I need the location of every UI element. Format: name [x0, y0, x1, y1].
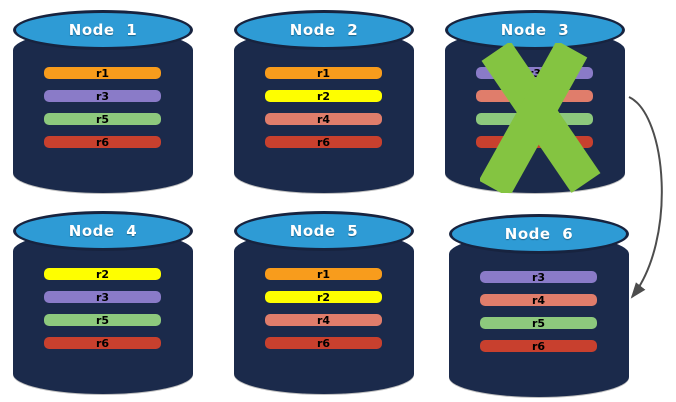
replica-bar: r4	[265, 314, 382, 326]
node-6-title: Node 6	[504, 225, 574, 243]
replica-label: r6	[316, 135, 331, 149]
replica-bar: r2	[265, 291, 382, 303]
node-2-cylinder-top: Node 2	[234, 10, 414, 50]
replica-label: r1	[316, 267, 331, 281]
replica-label: r5	[95, 112, 110, 126]
replica-bar: r6	[44, 337, 161, 349]
replica-label: r6	[531, 339, 546, 353]
replica-bar: r5	[44, 113, 161, 125]
replica-label: r3	[95, 290, 110, 304]
node-6-cylinder-body	[449, 234, 629, 397]
replica-label: r2	[316, 89, 331, 103]
node-1-title: Node 1	[68, 21, 138, 39]
replica-bar: r3	[44, 90, 161, 102]
replica-label: r5	[531, 316, 546, 330]
replica-bar: r1	[44, 67, 161, 79]
failure-x-icon	[480, 43, 601, 193]
replica-label: r1	[316, 66, 331, 80]
replica-bar: r6	[265, 337, 382, 349]
node-4-cylinder: Node 4 r2 r3 r5 r6	[13, 211, 193, 394]
replica-label: r6	[95, 336, 110, 350]
node-4-cylinder-body	[13, 231, 193, 394]
node-5-title: Node 5	[289, 222, 359, 240]
replica-label: r1	[95, 66, 110, 80]
node-5-replica-list: r1 r2 r4 r6	[265, 268, 382, 360]
replica-bar: r5	[44, 314, 161, 326]
node-2-cylinder: Node 2 r1 r2 r4 r6	[234, 10, 414, 193]
replica-label: r4	[531, 293, 546, 307]
replica-bar: r3	[480, 271, 597, 283]
node-5-cylinder-top: Node 5	[234, 211, 414, 251]
node-3-title: Node 3	[500, 21, 570, 39]
replica-bar: r4	[480, 294, 597, 306]
replica-bar: r4	[265, 113, 382, 125]
replica-label: r5	[95, 313, 110, 327]
node-6-replica-list: r3 r4 r5 r6	[480, 271, 597, 363]
node-5-cylinder-body	[234, 231, 414, 394]
replica-label: r4	[316, 112, 331, 126]
replica-bar: r1	[265, 67, 382, 79]
node-6-cylinder: Node 6 r3 r4 r5 r6	[449, 214, 629, 397]
replica-label: r3	[527, 66, 542, 80]
node-1-replica-list: r1 r3 r5 r6	[44, 67, 161, 159]
node-3-cylinder: Node 3 r3	[445, 10, 625, 193]
node-1-cylinder: Node 1 r1 r3 r5 r6	[13, 10, 193, 193]
node-2-cylinder-body	[234, 30, 414, 193]
node-4-title: Node 4	[68, 222, 138, 240]
replica-label: r2	[316, 290, 331, 304]
node-1-cylinder-body	[13, 30, 193, 193]
replica-label: r3	[531, 270, 546, 284]
replica-label: r6	[95, 135, 110, 149]
node-2-title: Node 2	[289, 21, 359, 39]
node-6-cylinder-top: Node 6	[449, 214, 629, 254]
replica-bar: r2	[44, 268, 161, 280]
node-4-replica-list: r2 r3 r5 r6	[44, 268, 161, 360]
replica-bar: r6	[44, 136, 161, 148]
replica-bar: r6	[265, 136, 382, 148]
replica-label: r3	[95, 89, 110, 103]
node-4-cylinder-top: Node 4	[13, 211, 193, 251]
replica-bar: r6	[480, 340, 597, 352]
node-1-cylinder-top: Node 1	[13, 10, 193, 50]
node-3-cylinder-top: Node 3	[445, 10, 625, 50]
replica-bar: r3	[44, 291, 161, 303]
replica-label: r6	[316, 336, 331, 350]
replica-bar: r2	[265, 90, 382, 102]
replica-bar: r1	[265, 268, 382, 280]
node-2-replica-list: r1 r2 r4 r6	[265, 67, 382, 159]
replica-label: r2	[95, 267, 110, 281]
node-5-cylinder: Node 5 r1 r2 r4 r6	[234, 211, 414, 394]
replica-label: r4	[316, 313, 331, 327]
replica-bar: r5	[480, 317, 597, 329]
